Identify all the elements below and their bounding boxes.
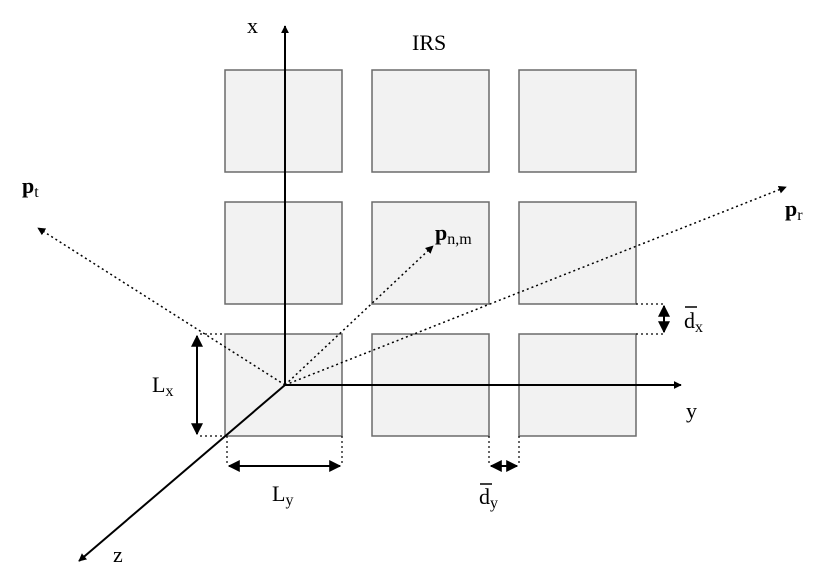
element-subscript: n,m [447,231,472,248]
length-y-symbol: L [272,481,285,506]
receiver-symbol: p [785,196,797,221]
transmitter-symbol: p [22,173,34,198]
x-axis-label: x [247,13,258,38]
length-x-subscript: x [165,383,173,400]
gap-y-symbol: d [479,484,490,509]
gap-y-subscript: y [490,495,498,512]
element-label: pn,m [435,220,472,248]
length-x-symbol: L [152,372,165,397]
y-axis-label: y [686,398,697,423]
length-y-subscript: y [285,492,293,509]
irs-element-r2-c1 [224,201,343,305]
z-axis [78,384,286,562]
length-y-label: Ly [272,481,293,509]
gap-x-symbol: d [684,308,695,333]
receiver-subscript: r [797,207,803,224]
length-x-label: Lx [152,372,173,400]
element-vector [284,245,434,386]
irs-element-r1-c3 [518,69,637,173]
irs-element-grid [224,69,637,437]
gap-y-label: dy [479,484,498,512]
transmitter-label: pt [22,173,39,201]
irs-element-r1-c1 [224,69,343,173]
gap-x-label: dx [684,308,703,336]
gap-x-subscript: x [695,319,703,336]
transmitter-vector [37,227,286,386]
transmitter-subscript: t [34,184,39,201]
z-axis-label: z [113,542,123,567]
irs-element-r2-c3 [518,201,637,305]
receiver-label: pr [785,196,803,224]
element-symbol: p [435,220,447,245]
irs-element-r1-c2 [371,69,490,173]
irs-label: IRS [412,30,446,55]
irs-element-r2-c2 [371,201,490,305]
